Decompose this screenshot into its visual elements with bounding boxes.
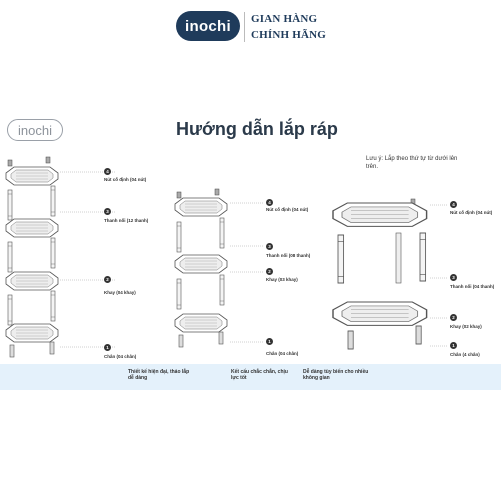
step-2-badge: 2 xyxy=(104,276,111,283)
brand-logo-text: inochi xyxy=(185,17,231,35)
feature-3-line-2: không gian xyxy=(303,375,330,381)
step-4-badge: 4 xyxy=(450,201,457,208)
step-3-badge: 3 xyxy=(104,208,111,215)
step-1-badge: 1 xyxy=(450,342,457,349)
shelf-diagram-1 xyxy=(5,156,116,358)
step-4-label: Nút cố định (04 nút) xyxy=(266,207,309,212)
shelf-diagram-2 xyxy=(174,188,263,348)
feature-1: Thiết kế hiện đại, tháo lắp dễ dàng xyxy=(128,369,189,381)
step-3-badge: 3 xyxy=(450,274,457,281)
feature-2-line-2: lực tốt xyxy=(231,375,247,381)
step-4-label: Nút cố định (04 nút) xyxy=(104,177,147,182)
brand-line-2: CHÍNH HÃNG xyxy=(251,29,327,41)
secondary-logo-text: inochi xyxy=(18,122,52,138)
step-4-badge: 4 xyxy=(104,168,111,175)
step-2-label: Khay (03 khay) xyxy=(266,277,298,282)
step-3-label: Thanh nối (08 thanh) xyxy=(266,253,311,258)
step-1-label: Chân (04 chân) xyxy=(104,354,137,359)
feature-1-line-2: dễ dàng xyxy=(128,375,148,381)
step-3-label: Thanh nối (12 thanh) xyxy=(104,218,149,223)
step-2-label: Khay (04 khay) xyxy=(104,290,136,295)
step-1-badge: 1 xyxy=(104,344,111,351)
brand-line-1: GIAN HÀNG xyxy=(251,13,318,25)
assembly-note: Lưu ý: Lắp theo thứ tự từ dưới lên trên. xyxy=(366,156,458,170)
step-1-label: Chân (4 chân) xyxy=(450,352,480,357)
feature-2: Kết cấu chắc chắn, chịu lực tốt xyxy=(231,369,288,381)
feature-3: Dễ dàng tùy biến cho nhiều không gian xyxy=(303,369,368,381)
step-3-label: Thanh nối (04 thanh) xyxy=(450,284,495,289)
header-divider xyxy=(244,12,245,42)
step-2-badge: 2 xyxy=(266,268,273,275)
secondary-logo: inochi xyxy=(7,119,63,141)
page-title: Hướng dẫn lắp ráp xyxy=(176,119,338,139)
step-4-label: Nút cố định (04 nút) xyxy=(450,210,493,215)
feature-2-line-1: Kết cấu chắc chắn, chịu xyxy=(231,369,288,375)
step-2-label: Khay (02 khay) xyxy=(450,324,482,329)
step-1-label: Chân (04 chân) xyxy=(266,351,299,356)
brand-logo: inochi xyxy=(176,11,240,41)
feature-1-line-1: Thiết kế hiện đại, tháo lắp xyxy=(128,369,190,375)
feature-3-line-1: Dễ dàng tùy biến cho nhiều xyxy=(303,369,369,375)
step-2-badge: 2 xyxy=(450,314,457,321)
step-1-badge: 1 xyxy=(266,338,273,345)
shelf-diagram-3 xyxy=(332,198,447,350)
step-4-badge: 4 xyxy=(266,199,273,206)
step-3-badge: 3 xyxy=(266,243,273,250)
feature-band xyxy=(0,364,501,390)
